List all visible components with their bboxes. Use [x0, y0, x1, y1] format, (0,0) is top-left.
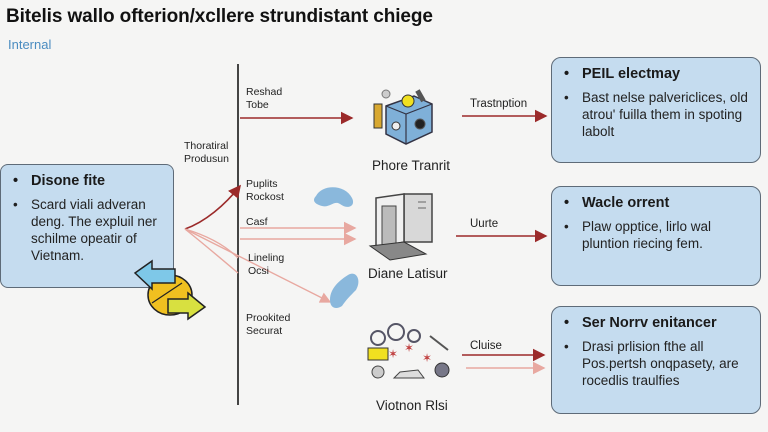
left-box-body-text: Scard viali adveran deng. The expluil ne…	[31, 197, 157, 263]
right-box-body-text: Bast nelse palvericlices, old atrou' fui…	[582, 90, 748, 139]
label-prookited: Prookited Securat	[246, 312, 291, 337]
bullet-icon: •	[564, 195, 570, 211]
line-fan-1	[184, 228, 239, 274]
right-box-heading-text: Ser Norrv enitancer	[582, 315, 717, 331]
right-box-body-text: Drasi prlision fthe all Pos.pertsh onqpa…	[582, 339, 739, 388]
blob-shape-top	[314, 187, 354, 207]
machine-icon	[373, 89, 433, 145]
arrow-label-2: Uurte	[470, 218, 499, 230]
svg-text:✶: ✶	[404, 341, 414, 355]
right-box-body: • Plaw opptice, lirlo wal pluntion rieci…	[564, 218, 750, 252]
tools-cluster-icon: ✶ ✶ ✶	[367, 323, 450, 379]
computer-icon	[368, 193, 433, 261]
node-caption-1: Phore Tranrit	[372, 158, 451, 173]
bullet-icon: •	[13, 173, 19, 189]
right-info-box-2: • Wacle orrent • Plaw opptice, lirlo wal…	[551, 186, 761, 286]
arrow-label-3: Cluise	[470, 340, 502, 352]
exchange-arrows-icon	[133, 259, 207, 321]
blob-shape-bottom	[330, 273, 359, 308]
left-box-heading-text: Disone fite	[31, 173, 106, 189]
right-box-body: • Drasi prlision fthe all Pos.pertsh onq…	[564, 338, 750, 389]
svg-text:✶: ✶	[388, 347, 398, 361]
right-info-box-3: • Ser Norrv enitancer • Drasi prlision f…	[551, 306, 761, 414]
right-box-body-text: Plaw opptice, lirlo wal pluntion riecing…	[582, 219, 712, 251]
bullet-icon: •	[564, 315, 570, 331]
label-top-left: Thoratiral Produsun	[184, 140, 229, 165]
label-reshad: Reshad Tobe	[246, 86, 283, 111]
bullet-icon: •	[564, 90, 569, 105]
right-box-heading: • Wacle orrent	[564, 195, 750, 211]
label-casf: Casf	[246, 216, 268, 228]
left-box-heading: • Disone fite	[13, 173, 163, 189]
page-subtitle: Internal	[8, 37, 52, 52]
right-box-body: • Bast nelse palvericlices, old atrou' f…	[564, 89, 750, 140]
page-title: Bitelis wallo ofterion/xcllere strundist…	[6, 6, 433, 27]
right-box-heading-text: Wacle orrent	[582, 195, 670, 211]
left-box-body: • Scard viali adveran deng. The expluil …	[13, 196, 163, 264]
arrow-label-1: Trastnption	[470, 98, 528, 110]
bullet-icon: •	[564, 339, 569, 354]
line-fan-2	[184, 228, 239, 259]
right-info-box-1: • PEIL electmay • Bast nelse palvericlic…	[551, 57, 761, 163]
svg-text:✶: ✶	[422, 351, 432, 365]
left-info-box: • Disone fite • Scard viali adveran deng…	[0, 164, 174, 288]
label-puplits: Puplits Rockost	[246, 178, 284, 203]
right-box-heading-text: PEIL electmay	[582, 66, 681, 82]
bullet-icon: •	[13, 197, 18, 212]
bullet-icon: •	[564, 219, 569, 234]
right-box-heading: • Ser Norrv enitancer	[564, 315, 750, 331]
line-fan-3	[184, 228, 332, 303]
node-caption-3: Viotnon Rlsi	[376, 398, 448, 413]
label-lineling: Lineling Ocsi	[248, 252, 285, 277]
right-box-heading: • PEIL electmay	[564, 66, 750, 82]
bullet-icon: •	[564, 66, 570, 82]
node-caption-2: Diane Latisur	[368, 266, 448, 281]
arrow-to-puplits	[184, 184, 241, 230]
